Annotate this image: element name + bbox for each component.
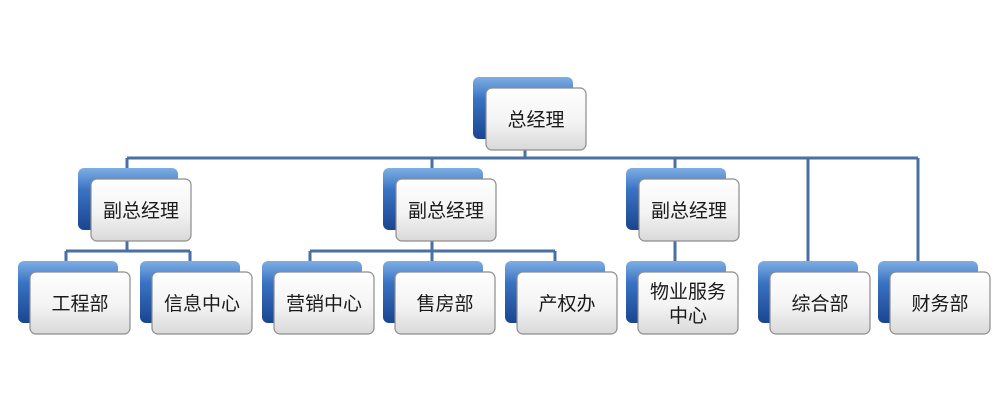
node-root[interactable]: 总经理: [473, 77, 587, 151]
node-front-card: [637, 271, 739, 335]
node-front-card: [889, 271, 991, 335]
node-label-line-2: 中心: [669, 305, 707, 327]
node-dept-wuye[interactable]: 物业服务 中心: [626, 261, 739, 335]
node-label: 副总经理: [651, 200, 727, 222]
node-dept-zonghe[interactable]: 综合部: [758, 261, 871, 335]
node-front-card: [29, 271, 131, 335]
node-deputy-3[interactable]: 副总经理: [626, 168, 740, 242]
node-front-card: [273, 271, 375, 335]
node-front-card: [769, 271, 871, 335]
node-front-card: [151, 271, 253, 335]
node-label: 副总经理: [103, 200, 179, 222]
node-deputy-1[interactable]: 副总经理: [78, 168, 192, 242]
node-label: 综合部: [791, 293, 848, 315]
node-front-card: [516, 271, 618, 335]
node-front-card: [394, 271, 496, 335]
node-label: 售房部: [416, 293, 473, 315]
node-front-card: [638, 178, 740, 242]
node-dept-xinxi[interactable]: 信息中心: [140, 261, 253, 335]
node-label-line-1: 物业服务: [650, 281, 726, 303]
node-label: 信息中心: [164, 293, 240, 315]
node-label: 产权办: [538, 293, 595, 315]
node-label: 总经理: [507, 109, 564, 131]
node-deputy-2[interactable]: 副总经理: [383, 168, 497, 242]
node-label: 营销中心: [286, 293, 362, 315]
node-label: 副总经理: [408, 200, 484, 222]
node-dept-shoufang[interactable]: 售房部: [383, 261, 496, 335]
node-front-card: [485, 87, 587, 151]
node-dept-caiwu[interactable]: 财务部: [878, 261, 991, 335]
node-dept-yingxiao[interactable]: 营销中心: [262, 261, 375, 335]
node-label: 财务部: [911, 293, 968, 315]
node-label: 工程部: [51, 293, 108, 315]
node-dept-gongcheng[interactable]: 工程部: [18, 261, 131, 335]
node-front-card: [395, 178, 497, 242]
node-dept-chanquan[interactable]: 产权办: [505, 261, 618, 335]
node-front-card: [90, 178, 192, 242]
